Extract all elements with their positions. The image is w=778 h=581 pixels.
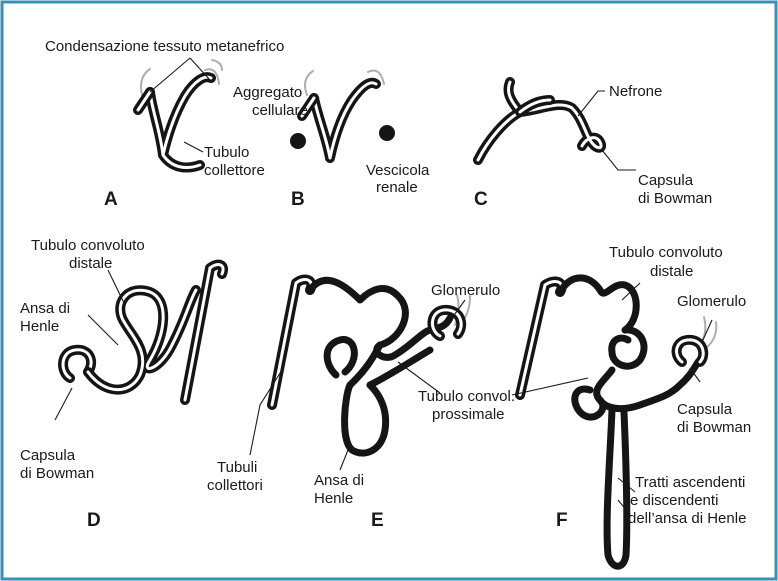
panel-d: Tubulo convoluto distale Ansa di Henle C… xyxy=(20,237,223,531)
panel-a: Condensazione tessuto metanefrico Tubulo… xyxy=(45,38,284,210)
label-glomerulo-e: Glomerulo xyxy=(431,282,500,299)
label-henle-e: Henle xyxy=(314,490,353,507)
label-ansa-henle-f: dell’ansa di Henle xyxy=(628,510,746,527)
label-capsula-f: Capsula xyxy=(677,401,733,418)
label-aggregato: Aggregato xyxy=(233,84,302,101)
panel-c: Nefrone Capsula di Bowman C xyxy=(474,82,712,210)
label-ansa-d: Ansa di xyxy=(20,300,70,317)
panel-letter-c: C xyxy=(474,189,488,210)
panel-letter-f: F xyxy=(556,510,568,531)
label-condensazione: Condensazione tessuto metanefrico xyxy=(45,38,284,55)
label-tratti: Tratti ascendenti xyxy=(635,474,745,491)
label-bowman-d: di Bowman xyxy=(20,465,94,482)
label-collettori: collettori xyxy=(207,477,263,494)
label-bowman-c: di Bowman xyxy=(638,190,712,207)
label-vescicola: Vescicola xyxy=(366,162,430,179)
panel-c-drawing xyxy=(478,82,601,160)
label-capsula-c: Capsula xyxy=(638,172,694,189)
label-cellulare: cellulare xyxy=(252,102,308,119)
label-renale: renale xyxy=(376,179,418,196)
panel-letter-d: D xyxy=(87,510,101,531)
label-prossimale: prossimale xyxy=(432,406,505,423)
label-bowman-f: di Bowman xyxy=(677,419,751,436)
label-capsula-d: Capsula xyxy=(20,447,76,464)
label-tubuli: Tubuli xyxy=(217,459,257,476)
label-tubulo-convoluto-d: Tubulo convoluto xyxy=(31,237,145,254)
label-glomerulo-f: Glomerulo xyxy=(677,293,746,310)
label-nefrone: Nefrone xyxy=(609,83,662,100)
panel-e-drawing xyxy=(272,279,470,453)
panel-b: Aggregato cellulare Vescicola renale B xyxy=(233,71,430,211)
label-distale-f: distale xyxy=(650,263,693,280)
label-tubulo: Tubulo xyxy=(204,144,249,161)
label-tubulo-convoluto-f: Tubulo convoluto xyxy=(609,244,723,261)
panel-letter-e: E xyxy=(371,510,384,531)
panel-letter-a: A xyxy=(104,189,118,210)
label-ansa-e: Ansa di xyxy=(314,472,364,489)
panel-letter-b: B xyxy=(291,189,305,210)
panel-f: Tubulo convoluto distale Glomerulo Capsu… xyxy=(512,244,751,566)
panel-e: Glomerulo Tubuli collettori Ansa di Henl… xyxy=(207,279,515,531)
label-collettore: collettore xyxy=(204,162,265,179)
panel-d-drawing xyxy=(63,265,223,400)
label-discendenti: e discendenti xyxy=(630,492,718,509)
label-tubulo-convol: Tubulo convol. xyxy=(418,388,515,405)
label-henle-d: Henle xyxy=(20,318,59,335)
label-distale-d: distale xyxy=(69,255,112,272)
